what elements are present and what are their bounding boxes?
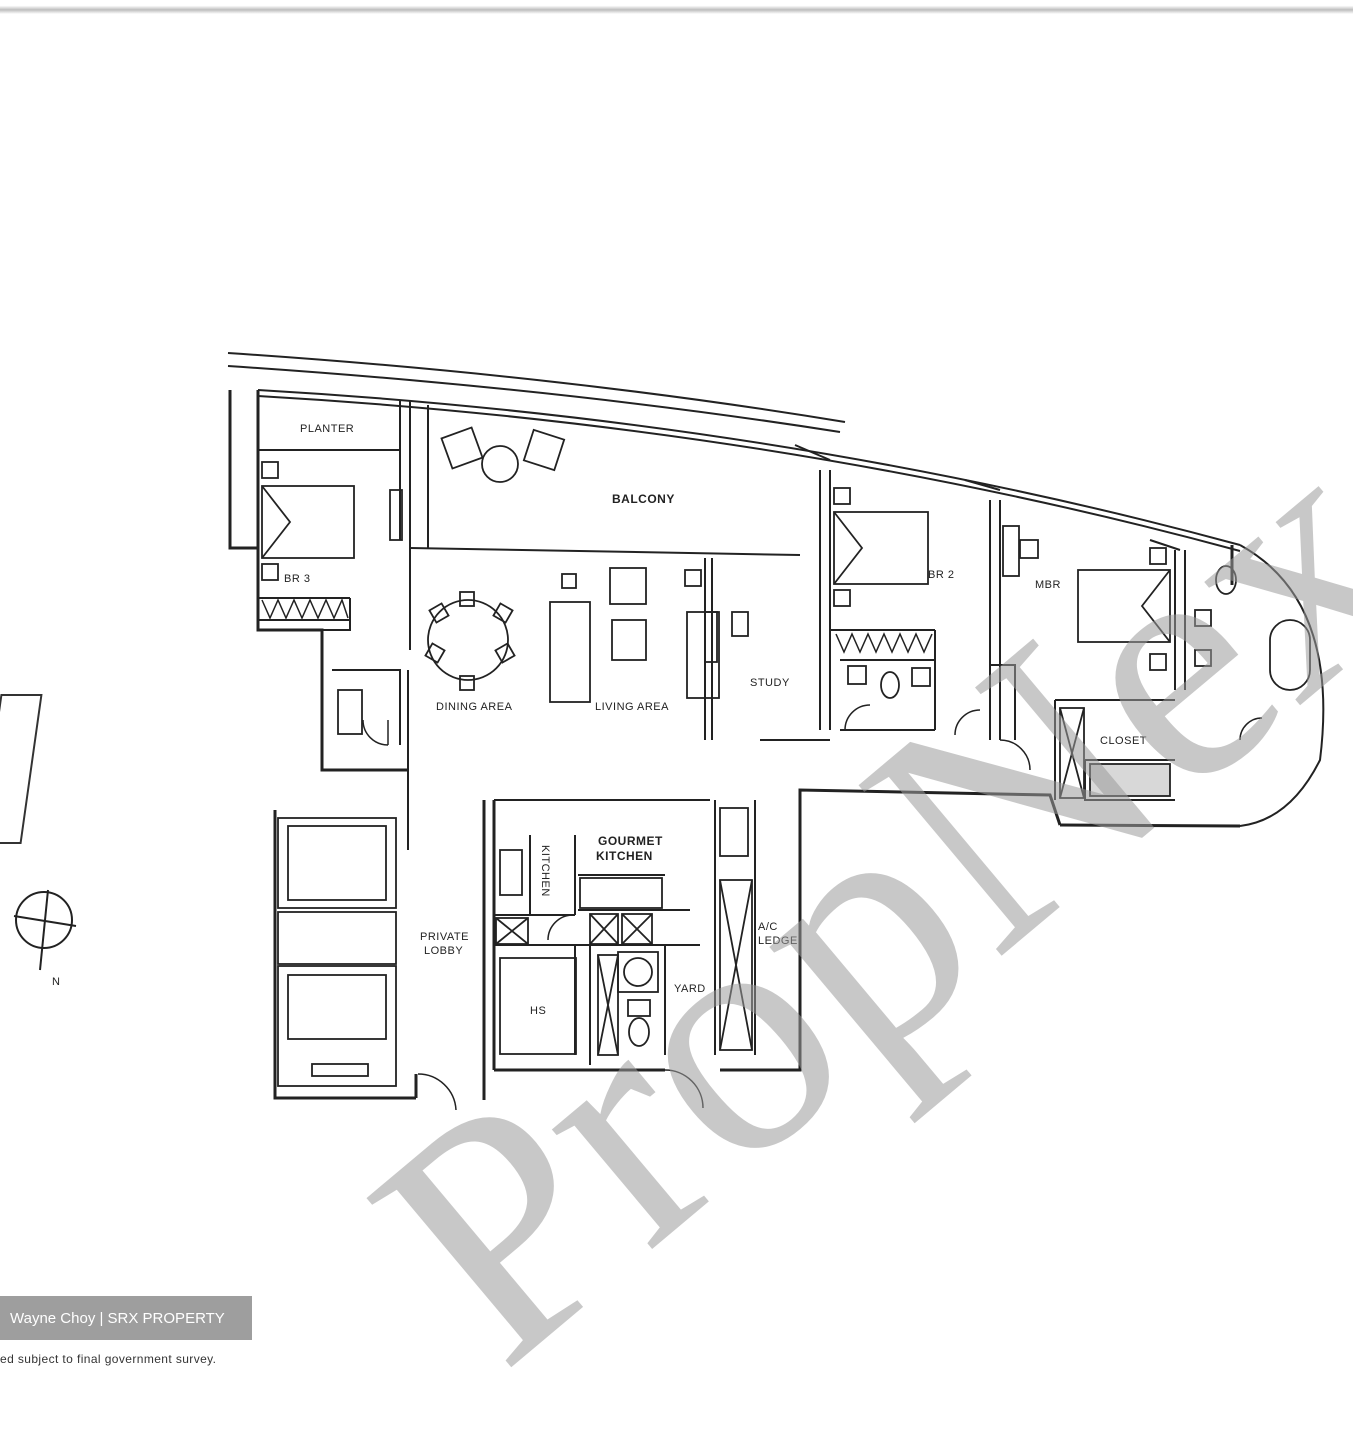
exterior-walls	[228, 390, 1241, 1100]
furniture	[261, 426, 1311, 1087]
label-br3: BR 3	[284, 573, 310, 585]
compass-north-label: N	[52, 976, 60, 988]
label-closet: CLOSET	[1100, 735, 1147, 747]
label-balcony: BALCONY	[612, 492, 675, 506]
wardrobes	[261, 597, 933, 654]
label-mbr: MBR	[1035, 579, 1061, 591]
label-gourmet-line2: KITCHEN	[596, 849, 653, 863]
label-dining-area: DINING AREA	[436, 701, 513, 713]
label-ac-ledge-line2: LEDGE	[758, 935, 798, 947]
disclaimer-text: ed subject to final government survey.	[0, 1352, 217, 1366]
label-study: STUDY	[750, 677, 790, 689]
compass-rose-icon	[13, 889, 77, 971]
interior-walls	[258, 400, 1186, 1065]
label-br2: BR 2	[928, 569, 954, 581]
label-gourmet-line1: GOURMET	[598, 834, 663, 848]
top-edge-strip	[0, 0, 1353, 14]
credit-label: Wayne Choy | SRX PROPERTY	[0, 1296, 252, 1340]
label-hs: HS	[530, 1005, 546, 1017]
door-swings	[362, 704, 1263, 1111]
curved-facade	[227, 352, 1325, 827]
label-kitchen: KITCHEN	[539, 845, 551, 897]
label-planter: PLANTER	[300, 423, 354, 435]
label-ac-ledge-line1: A/C	[758, 921, 778, 933]
label-private-lobby-line1: PRIVATE	[420, 931, 469, 943]
label-yard: YARD	[674, 983, 706, 995]
label-living-area: LIVING AREA	[595, 701, 669, 713]
label-private-lobby-line2: LOBBY	[424, 945, 463, 957]
